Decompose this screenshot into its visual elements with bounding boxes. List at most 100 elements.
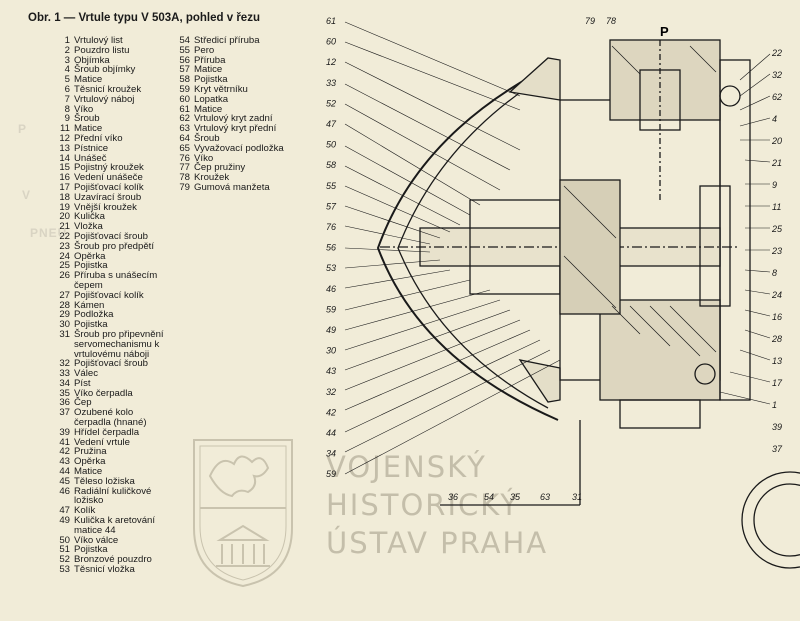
callout-label: 22 [771,48,782,58]
callout-label: 13 [772,356,782,366]
legend-item-number: 12 [59,132,70,144]
callout-label: 21 [771,158,782,168]
legend-item-number: 2 [64,44,70,56]
figure-caption: Obr. 1 — Vrtule typu V 503A, pohled v ře… [28,12,260,24]
callout-label: 62 [772,92,782,102]
legend-item-number: 56 [179,54,190,66]
callout-label: 43 [326,366,336,376]
legend-item-text: Opěrka [74,456,106,468]
legend-item-number: 15 [59,162,70,174]
legend-item-text: Víko válce [74,534,119,546]
legend-item-number: 7 [64,93,70,105]
legend-item-text: Víko [74,103,94,115]
legend-item-text: Matice [74,74,103,86]
legend-item-number: 14 [59,152,70,164]
callout-label: 53 [326,263,336,273]
callout-label: 1 [772,400,777,410]
legend-item-number: 30 [59,319,70,331]
callout-label: 33 [326,78,336,88]
callout-label-top: 79 [585,16,595,26]
legend-item-number: 6 [64,83,70,95]
archive-watermark: VOJENSKÝ HISTORICKÝ ÚSTAV PRAHA [326,448,548,562]
legend-item-text: Pojišťovací šroub [74,358,148,370]
legend-item-text: Pružina [74,446,107,458]
legend-item-number: 11 [60,123,70,135]
legend-item: 7 Vrtulový náboj [28,93,168,105]
legend-item-number: 23 [59,240,70,252]
legend-item-number: 32 [59,358,70,370]
legend-item-number: 46 [59,485,70,497]
force-label-p: P [660,24,669,39]
legend-item-number: 45 [59,475,70,487]
legend-item-text: Ozubené kolo čerpadla (hnané) [74,407,147,429]
legend-item-number: 25 [59,260,70,272]
legend-item-text: Válec [74,368,98,380]
legend-item-text: Pouzdro listu [74,44,130,56]
legend-item-number: 18 [59,191,70,203]
legend-item-text: Příruba s unášecím čepem [74,270,158,291]
legend-item-text: Šroub [74,113,100,125]
legend-item-text: Vrtulový náboj [74,93,135,105]
legend-item-text: Víko čerpadla [74,387,133,399]
legend-item-text: Vedení unášeče [74,172,143,184]
legend-item-text: Vrtulový kryt zadní [194,113,273,125]
legend-item-number: 1 [64,35,70,46]
legend-item-number: 61 [179,103,190,115]
callout-label: 39 [772,422,782,432]
legend-item-number: 47 [59,505,70,517]
legend-item-number: 64 [179,132,190,144]
legend-item-text: Kolík [74,505,96,517]
legend-item-number: 37 [59,407,70,419]
legend-item-text: Kroužek [194,172,230,184]
callout-label: 34 [326,449,336,459]
legend-item-text: Přední víko [74,132,123,144]
callout-label: 11 [772,202,781,212]
legend-item-text: Opěrka [74,250,106,262]
legend-item-number: 35 [59,387,70,399]
legend-item-text: Matice [74,123,103,135]
legend-item-text: Vyvažovací podložka [194,142,284,154]
legend-item-text: Těsnicí vložka [74,564,135,576]
legend-item-number: 34 [59,377,70,389]
legend-item-text: Šroub [194,132,220,144]
legend-item-number: 62 [179,113,190,125]
callout-label-bottom: 35 [510,492,521,502]
legend-item-text: Uzavírací šroub [74,191,142,203]
legend-item: 64 Šroub [148,134,298,144]
legend-item: 47 Kolík [28,506,168,516]
legend-item-number: 79 [179,181,190,193]
legend-item-text: Pojistka [194,74,228,86]
callout-label: 59 [326,304,336,314]
legend-item-number: 44 [59,466,70,478]
callout-label: 28 [771,334,782,344]
legend-item-text: Objímka [74,54,110,66]
archive-seal-emblem [193,439,293,588]
callout-label: 60 [326,37,336,47]
callout-label: 32 [772,70,782,80]
callout-label: 49 [326,325,336,335]
legend-item-text: Vedení vrtule [74,436,131,448]
